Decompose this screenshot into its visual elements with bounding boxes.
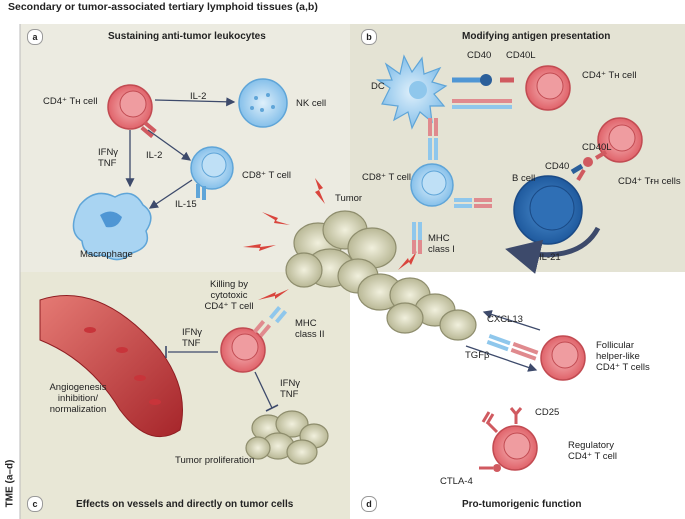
tumor-proliferation-cells — [245, 410, 329, 465]
label-tumor-proliferation: Tumor proliferation — [175, 455, 255, 466]
label-mhc2-2: class II — [295, 329, 325, 340]
panel-a-title: Sustaining anti-tumor leukocytes — [108, 31, 266, 42]
label-mhc1-2: class I — [428, 244, 455, 255]
label-ifng-c2: IFNγ — [280, 378, 301, 389]
label-angio-1: Angiogenesis — [49, 382, 107, 393]
label-cd4-th-a: CD4⁺ Tʜ cell — [43, 96, 98, 107]
panel-b-letter: b — [361, 29, 377, 45]
label-il2-top: IL-2 — [190, 91, 207, 102]
macrophage — [72, 192, 152, 261]
cd4-tfh-cell — [570, 117, 643, 175]
label-cd40-1: CD40 — [467, 50, 492, 61]
cd40-cd40l-receptors-1 — [452, 74, 514, 109]
cytotoxic-cd4-cell — [220, 306, 288, 373]
cd8-t-cell-a — [190, 146, 234, 200]
regulatory-t-cell — [479, 407, 538, 472]
dendritic-cell — [376, 54, 448, 130]
label-cxcl13: CXCL13 — [487, 314, 523, 325]
label-killing-3: CD4⁺ T cell — [204, 301, 254, 312]
nk-cell — [238, 78, 288, 128]
label-treg-1: Regulatory — [568, 440, 614, 451]
mhc-class-i-receptor — [412, 222, 422, 254]
lightning-bolts — [243, 178, 417, 300]
follicular-helper-cell — [486, 334, 586, 381]
label-angio-2: inhibition/ — [57, 393, 99, 404]
il21-arrow — [505, 226, 601, 274]
label-b-cell: B cell — [512, 173, 536, 184]
b-cell — [513, 168, 586, 245]
label-il15: IL-15 — [175, 199, 197, 210]
tumor-cluster — [285, 210, 477, 341]
label-cd4-tfh: CD4⁺ Tғʜ cells — [618, 176, 681, 187]
label-tnf-c2: TNF — [280, 389, 299, 400]
label-cd4-th-b: CD4⁺ Tʜ cell — [582, 70, 637, 81]
panel-b-title: Modifying antigen presentation — [462, 31, 611, 42]
cd4-th-cell-b — [525, 65, 571, 111]
label-killing-2: cytotoxic — [210, 290, 248, 301]
cd4-th-cell-a — [107, 84, 157, 139]
label-ifng-c1: IFNγ — [182, 327, 203, 338]
label-dc: DC — [371, 81, 385, 92]
label-killing-1: Killing by — [209, 279, 249, 290]
label-nk-cell: NK cell — [296, 98, 327, 109]
label-follicular-3: CD4⁺ T cells — [596, 362, 650, 373]
label-il21: IL-21 — [539, 252, 561, 263]
label-cd40l-2: CD40L — [582, 142, 612, 153]
panel-d-title: Pro-tumorigenic function — [462, 499, 582, 510]
label-ifng-a: IFNγ — [98, 147, 119, 158]
label-il2-mid: IL-2 — [146, 150, 163, 161]
figure-heading: Secondary or tumor-associated tertiary l… — [8, 1, 318, 13]
label-cd40-2: CD40 — [545, 161, 570, 172]
label-macrophage: Macrophage — [80, 249, 133, 260]
panel-c-title: Effects on vessels and directly on tumor… — [76, 499, 294, 510]
panel-c-letter: c — [27, 496, 43, 512]
label-tgfb: TGFβ — [465, 350, 490, 361]
label-cd8-a: CD8⁺ T cell — [242, 170, 292, 181]
label-follicular-2: helper-like — [596, 351, 640, 362]
cd8-t-cell-b — [410, 118, 492, 208]
label-cd25: CD25 — [535, 407, 560, 418]
panel-a-letter: a — [27, 29, 43, 45]
label-cd8-b: CD8⁺ T cell — [362, 172, 412, 183]
label-tumor: Tumor — [335, 193, 363, 204]
blood-vessel — [39, 295, 183, 438]
label-ctla4: CTLA-4 — [440, 476, 473, 487]
label-treg-2: CD4⁺ T cell — [568, 451, 618, 462]
label-mhc1-1: MHC — [428, 233, 450, 244]
label-follicular-1: Follicular — [596, 340, 635, 351]
label-mhc2-1: MHC — [295, 318, 317, 329]
label-cd40l-1: CD40L — [506, 50, 536, 61]
label-tnf-c1: TNF — [182, 338, 201, 349]
tme-side-label: TME (a–d) — [4, 459, 16, 508]
label-angio-3: normalization — [49, 404, 107, 415]
panel-d-letter: d — [361, 496, 377, 512]
label-tnf-a: TNF — [98, 158, 117, 169]
